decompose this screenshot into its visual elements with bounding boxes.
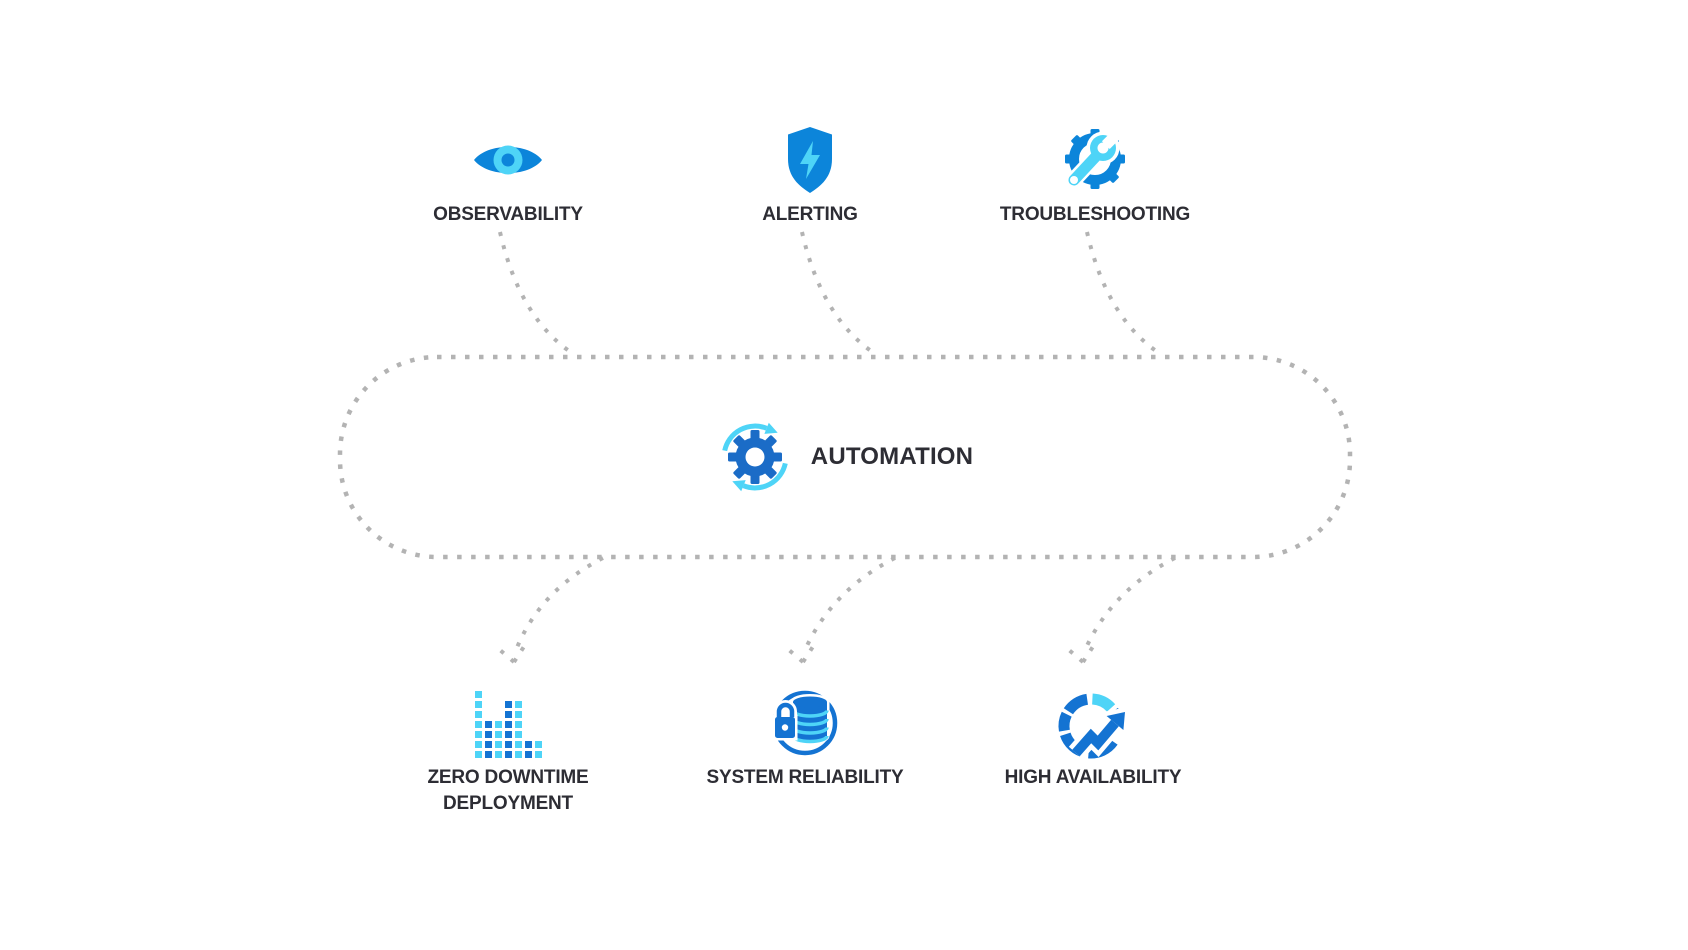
node-zero-downtime-deployment: ZERO DOWNTIME DEPLOYMENT [368, 683, 648, 817]
node-label: ZERO DOWNTIME DEPLOYMENT [427, 767, 589, 814]
connector-zero-downtime [498, 556, 604, 664]
gear-wrench-icon [1063, 127, 1125, 191]
node-label: ALERTING [762, 204, 858, 225]
node-system-reliability: SYSTEM RELIABILITY [665, 683, 945, 791]
node-alerting: ALERTING [670, 120, 950, 228]
automation-cycle-gear-icon [722, 422, 788, 492]
gauge-trend-arrow-icon [1058, 693, 1131, 760]
node-high-availability: HIGH AVAILABILITY [953, 683, 1233, 791]
node-automation: AUTOMATION [340, 357, 1350, 557]
connector-alerting [800, 231, 879, 357]
node-observability: OBSERVABILITY [368, 120, 648, 228]
node-label: OBSERVABILITY [433, 204, 583, 225]
connector-troubleshooting [1085, 231, 1164, 357]
automation-label: AUTOMATION [810, 443, 974, 470]
eye-icon [474, 145, 542, 175]
node-troubleshooting: TROUBLESHOOTING [955, 120, 1235, 228]
node-label: TROUBLESHOOTING [999, 204, 1191, 225]
connector-high-availability [1067, 556, 1176, 664]
shield-lightning-icon [788, 127, 832, 193]
automation-dotted-box [337, 354, 1353, 560]
connector-observability [498, 231, 577, 357]
database-lock-icon [772, 690, 838, 756]
node-label: HIGH AVAILABILITY [1004, 767, 1182, 788]
connector-system-reliability [787, 556, 896, 664]
node-label: SYSTEM RELIABILITY [706, 767, 904, 788]
pixel-bar-chart-icon [474, 691, 542, 758]
